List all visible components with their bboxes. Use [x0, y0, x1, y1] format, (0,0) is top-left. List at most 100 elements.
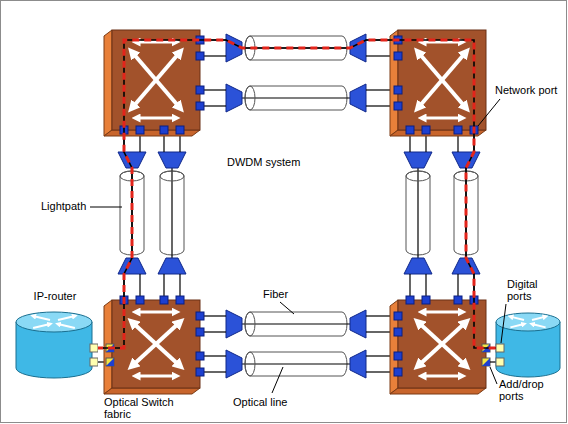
router-top — [16, 312, 92, 332]
port-line — [425, 134, 426, 152]
switch-side — [390, 30, 398, 136]
port-line — [179, 274, 180, 296]
port-line — [204, 331, 226, 332]
ip-router-symbol — [496, 313, 560, 377]
port-line — [139, 274, 140, 296]
port-line — [409, 274, 410, 296]
port-line — [490, 361, 496, 362]
lightpath-line — [96, 40, 496, 348]
dwdm-mux — [404, 152, 432, 168]
switch-arrow — [422, 117, 462, 120]
optical-switch — [390, 300, 486, 394]
port-line — [179, 134, 180, 152]
network-port — [406, 296, 414, 304]
switch-arrow — [136, 375, 176, 378]
port-line — [204, 355, 226, 356]
dwdm-mux — [118, 258, 146, 274]
switch-arrow — [132, 52, 180, 108]
network-port — [394, 352, 402, 360]
fiber-end — [245, 352, 255, 376]
add-drop-port — [482, 358, 490, 366]
network-port — [406, 126, 414, 134]
network-port — [196, 368, 204, 376]
callout-label: Optical line — [232, 396, 288, 408]
digital-port — [90, 358, 98, 366]
port-line — [204, 371, 226, 372]
router-arrow — [532, 324, 546, 327]
dwdm-mux — [226, 84, 242, 112]
network-port — [422, 296, 430, 304]
switch-arrow — [136, 311, 176, 314]
port-line — [204, 89, 226, 90]
router-arrow — [510, 317, 524, 320]
port-line — [457, 134, 458, 152]
switch-arrow — [418, 322, 466, 366]
callout-label: Digital ports — [506, 278, 552, 302]
fiber-end — [406, 171, 430, 181]
switch-arrow — [136, 117, 176, 120]
switch-arrow — [132, 322, 180, 366]
leader-line — [272, 367, 283, 393]
switch-arrow — [422, 311, 462, 314]
switch-side — [104, 30, 112, 136]
switch-base — [390, 388, 486, 394]
network-port — [394, 102, 402, 110]
network-port — [394, 52, 402, 60]
fiber-end — [160, 171, 184, 181]
network-port — [176, 296, 184, 304]
port-line — [409, 134, 410, 152]
switch-arrow — [422, 375, 462, 378]
router-arrow — [58, 316, 75, 320]
network-port — [160, 296, 168, 304]
router-link — [98, 361, 104, 362]
optical-line — [242, 363, 350, 364]
callout-label: Fiber — [262, 288, 289, 300]
router-arrow — [33, 324, 50, 328]
network-port — [136, 126, 144, 134]
add-drop-port — [106, 358, 114, 366]
optical-switch-node: Optical Switch fabric — [104, 300, 204, 422]
network-port — [422, 126, 430, 134]
leader-line — [501, 304, 506, 343]
switch-base — [104, 130, 200, 136]
digital-port — [496, 344, 504, 352]
dwdm-mux — [158, 152, 186, 168]
router-top — [496, 313, 560, 331]
network-port — [136, 296, 144, 304]
node-label: Optical Switch fabric — [104, 396, 196, 420]
port-line — [204, 105, 226, 106]
network-port — [160, 126, 168, 134]
switch-arrow — [418, 322, 466, 366]
router-outline — [12, 290, 98, 382]
switch-arrow — [418, 52, 466, 108]
network-port — [196, 102, 204, 110]
network-port — [196, 328, 204, 336]
digital-port — [496, 358, 504, 366]
switch-arrow — [132, 322, 180, 366]
port-line — [163, 134, 164, 152]
dwdm-mux — [158, 258, 186, 274]
add-drop-port-half — [106, 358, 114, 366]
node-label: IP-router — [12, 290, 98, 302]
port-line — [163, 274, 164, 296]
network-port — [394, 368, 402, 376]
port-line — [139, 134, 140, 152]
ip-router: IP-router — [12, 290, 98, 382]
optical-switch — [104, 30, 200, 136]
fiber-end — [245, 86, 255, 110]
leader-line — [280, 302, 294, 314]
port-line — [457, 274, 458, 296]
callout-label: Network port — [494, 84, 558, 96]
callout-label: Lightpath — [40, 200, 87, 212]
fiber-end — [245, 312, 255, 336]
network-port — [196, 52, 204, 60]
network-port — [454, 296, 462, 304]
optical-switch — [104, 300, 200, 394]
callout-label: Add/drop ports — [498, 378, 562, 402]
port-line — [204, 55, 226, 56]
dwdm-mux — [226, 350, 242, 378]
digital-port — [90, 344, 98, 352]
network-port — [196, 312, 204, 320]
